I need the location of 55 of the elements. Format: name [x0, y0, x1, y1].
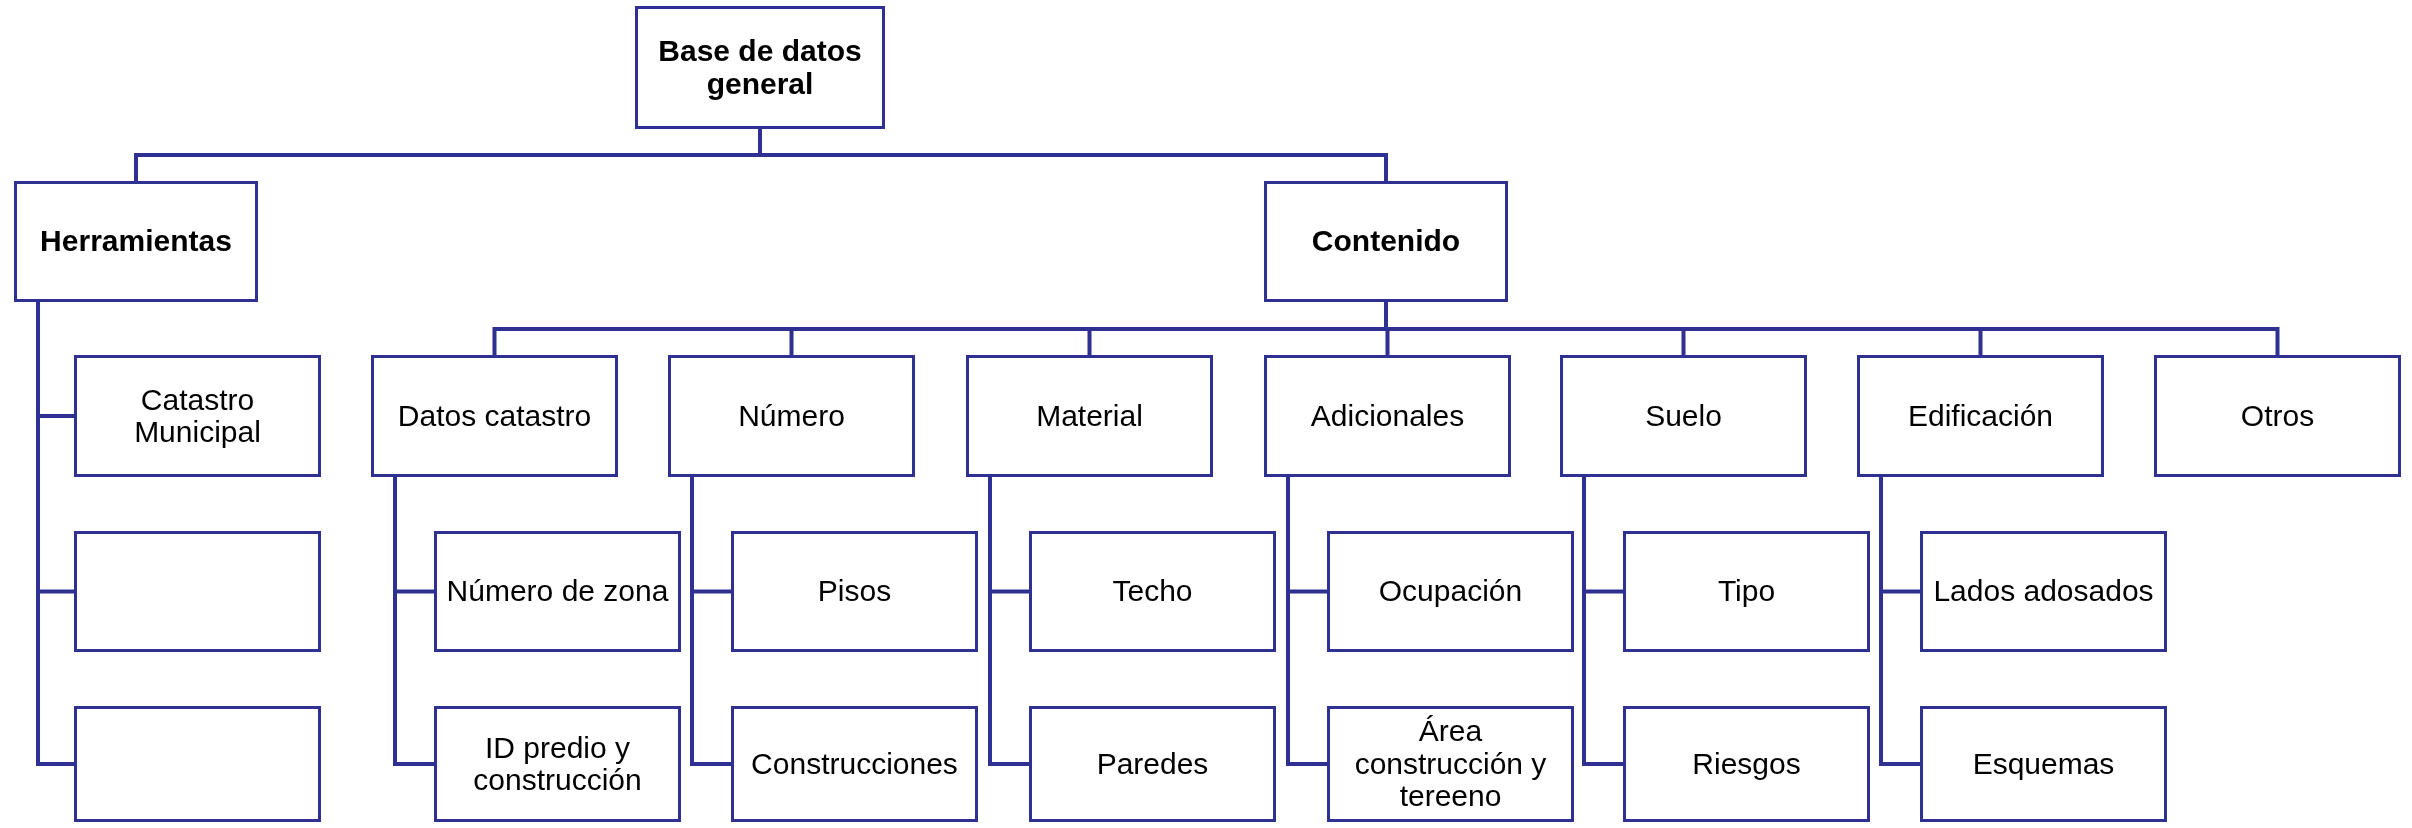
- node-label: Número: [738, 399, 845, 433]
- node-label: Otros: [2240, 399, 2315, 433]
- item-box: [1857, 355, 2104, 477]
- item-box: [434, 706, 681, 822]
- item-box: [1327, 706, 1574, 822]
- node-label: Lados adosados: [1933, 575, 2154, 608]
- node-label: Tipo: [1717, 575, 1776, 608]
- empty-box: [74, 706, 321, 822]
- connector-line: [393, 477, 434, 766]
- node-label: Área construcción y tereeno: [1353, 715, 1548, 813]
- node-label: Edificación: [1907, 399, 2054, 433]
- item-box: [371, 355, 618, 477]
- item-box: [2154, 355, 2401, 477]
- node-label: ID predio y construcción: [472, 731, 643, 797]
- category-box: [1264, 181, 1508, 302]
- node-label: Construcciones: [751, 747, 958, 781]
- item-box: [1029, 706, 1276, 822]
- connector-line: [36, 302, 74, 766]
- empty-box: [74, 531, 321, 652]
- connector-line: [1582, 477, 1623, 766]
- node-label: Riesgos: [1692, 747, 1801, 781]
- node-label: Techo: [1112, 575, 1193, 608]
- node-label: Material: [1036, 399, 1143, 433]
- node-label: Adicionales: [1310, 399, 1465, 433]
- node-label: Catastro Municipal: [133, 383, 262, 449]
- item-box: [1327, 531, 1574, 652]
- item-box: [1623, 531, 1870, 652]
- node-label: Datos catastro: [397, 399, 592, 433]
- node-label: Suelo: [1645, 399, 1722, 433]
- node-label: Base de datos general: [657, 35, 863, 100]
- node-label: Contenido: [1311, 225, 1461, 258]
- item-box: [1920, 531, 2167, 652]
- node-label: Número de zona: [446, 575, 669, 608]
- node-label: Herramientas: [40, 225, 232, 258]
- connector-line: [690, 477, 731, 766]
- connector-line: [1286, 477, 1327, 766]
- item-box: [1029, 531, 1276, 652]
- item-box: [1920, 706, 2167, 822]
- item-box: [731, 531, 978, 652]
- item-box: [434, 531, 681, 652]
- item-box: [74, 355, 321, 477]
- node-label: Ocupación: [1378, 575, 1523, 608]
- node-label: Esquemas: [1972, 747, 2115, 781]
- item-box: [731, 706, 978, 822]
- item-box: [1560, 355, 1807, 477]
- root-box: [635, 6, 885, 129]
- node-label: Paredes: [1096, 747, 1209, 781]
- connector-line: [988, 477, 1029, 766]
- item-box: [966, 355, 1213, 477]
- item-box: [668, 355, 915, 477]
- category-box: [14, 181, 258, 302]
- node-label: Pisos: [817, 575, 892, 608]
- connector-line: [1879, 477, 1920, 766]
- item-box: [1264, 355, 1511, 477]
- item-box: [1623, 706, 1870, 822]
